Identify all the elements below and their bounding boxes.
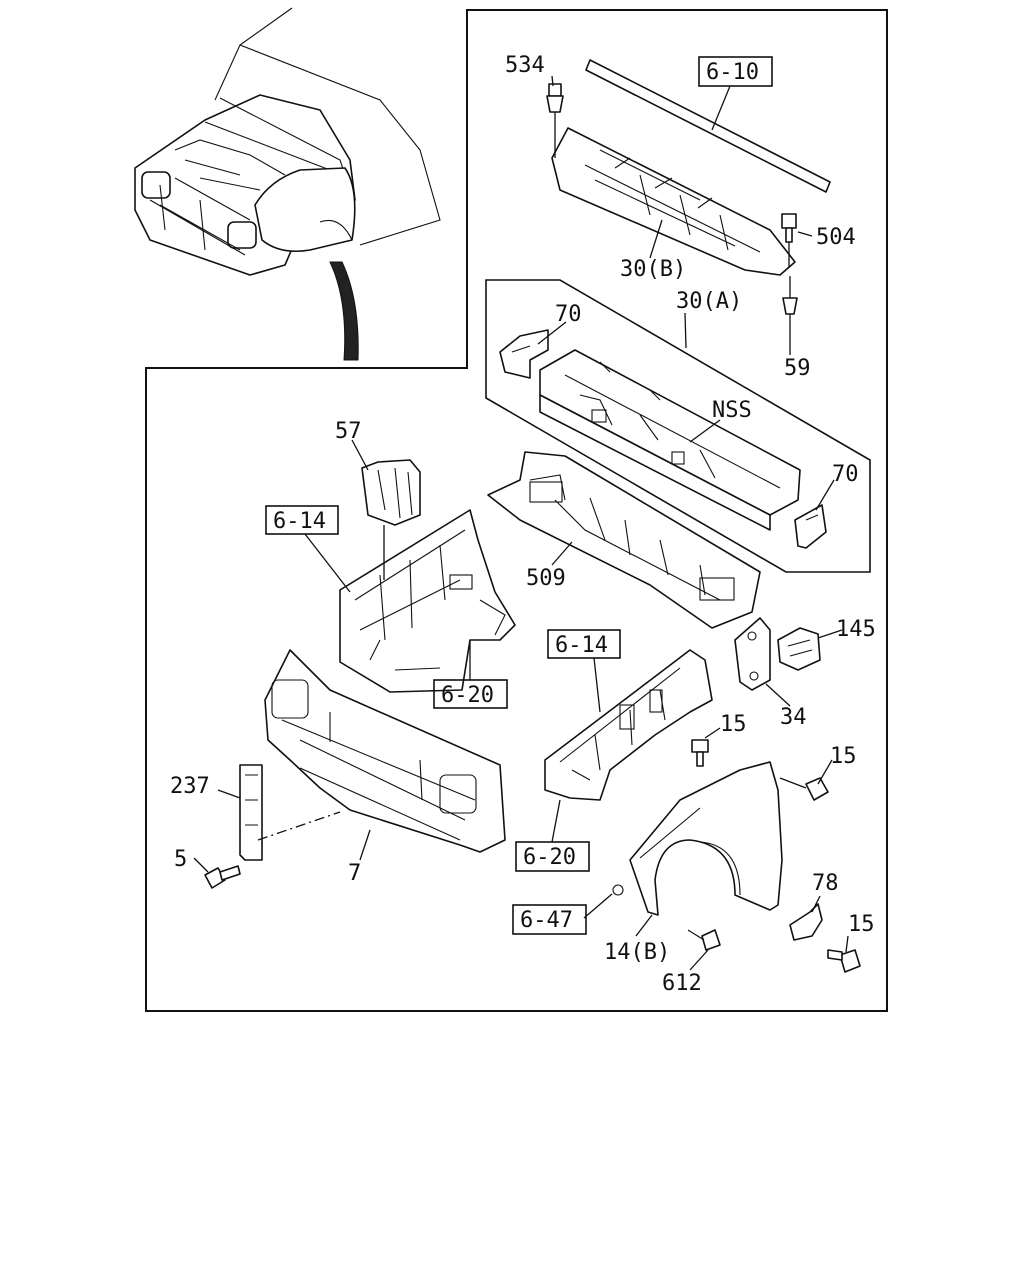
assembly-line-237 xyxy=(257,811,341,841)
label-30a: 30(A) xyxy=(676,289,742,314)
overview-pointer-arrow xyxy=(329,261,359,361)
bolt-15-bottom xyxy=(827,949,861,973)
clip-534 xyxy=(546,83,564,158)
label-509: 509 xyxy=(526,566,566,591)
bracket-78 xyxy=(789,903,823,941)
diagram-frame xyxy=(145,9,888,1012)
label-15-a: 15 xyxy=(720,712,747,737)
label-6-14-left: 6-14 xyxy=(273,509,326,534)
inner-panel-right xyxy=(544,649,713,801)
cowl-panel-30a xyxy=(539,349,801,531)
bolt-15-side xyxy=(779,777,829,801)
label-30b: 30(B) xyxy=(620,257,686,282)
bolt-15-top xyxy=(691,739,709,767)
label-6-14-mid: 6-14 xyxy=(555,633,608,658)
label-6-20-mid: 6-20 xyxy=(523,845,576,870)
label-5: 5 xyxy=(174,847,187,872)
cowl-top-panel-30b xyxy=(551,127,796,276)
bracket-70-right xyxy=(794,504,827,549)
front-fender xyxy=(629,761,783,916)
bracket-145 xyxy=(777,627,821,671)
label-nss: NSS xyxy=(712,398,752,423)
label-15-b: 15 xyxy=(830,744,857,769)
inner-panel-left xyxy=(339,509,516,693)
label-box-6-14-left xyxy=(265,505,339,535)
label-59: 59 xyxy=(784,356,811,381)
label-612: 612 xyxy=(662,971,702,996)
bracket-70-left xyxy=(499,329,549,379)
label-70-right: 70 xyxy=(832,462,859,487)
fender-mark-6-47 xyxy=(612,884,624,896)
label-57: 57 xyxy=(335,419,362,444)
bolt-504 xyxy=(781,213,797,268)
bolt-5 xyxy=(204,865,241,889)
clip-59 xyxy=(782,276,798,315)
label-6-47: 6-47 xyxy=(520,908,573,933)
support-bar-237 xyxy=(239,764,263,861)
label-box-6-10 xyxy=(698,56,773,87)
bracket-57 xyxy=(361,459,421,580)
label-237: 237 xyxy=(170,774,210,799)
label-box-6-14-mid xyxy=(547,629,621,659)
label-34: 34 xyxy=(780,705,807,730)
label-145: 145 xyxy=(836,617,876,642)
label-534: 534 xyxy=(505,53,545,78)
label-15-c: 15 xyxy=(848,912,875,937)
weatherstrip xyxy=(585,59,831,193)
radiator-support-7 xyxy=(264,649,506,853)
label-6-20-left: 6-20 xyxy=(441,683,494,708)
leader-lines xyxy=(193,75,849,971)
group-box-30a xyxy=(485,279,871,573)
label-box-6-47 xyxy=(512,904,587,935)
label-14b: 14(B) xyxy=(604,940,670,965)
dash-panel-509 xyxy=(487,451,761,629)
vehicle-overview xyxy=(134,7,441,361)
label-70-top: 70 xyxy=(555,302,582,327)
screw-612 xyxy=(687,929,721,951)
label-box-6-20-left xyxy=(433,679,508,709)
bracket-34 xyxy=(734,617,771,691)
label-504: 504 xyxy=(816,225,856,250)
label-78: 78 xyxy=(812,871,839,896)
label-6-10: 6-10 xyxy=(706,60,759,85)
label-box-6-20-mid xyxy=(515,841,590,872)
label-7: 7 xyxy=(348,861,361,886)
